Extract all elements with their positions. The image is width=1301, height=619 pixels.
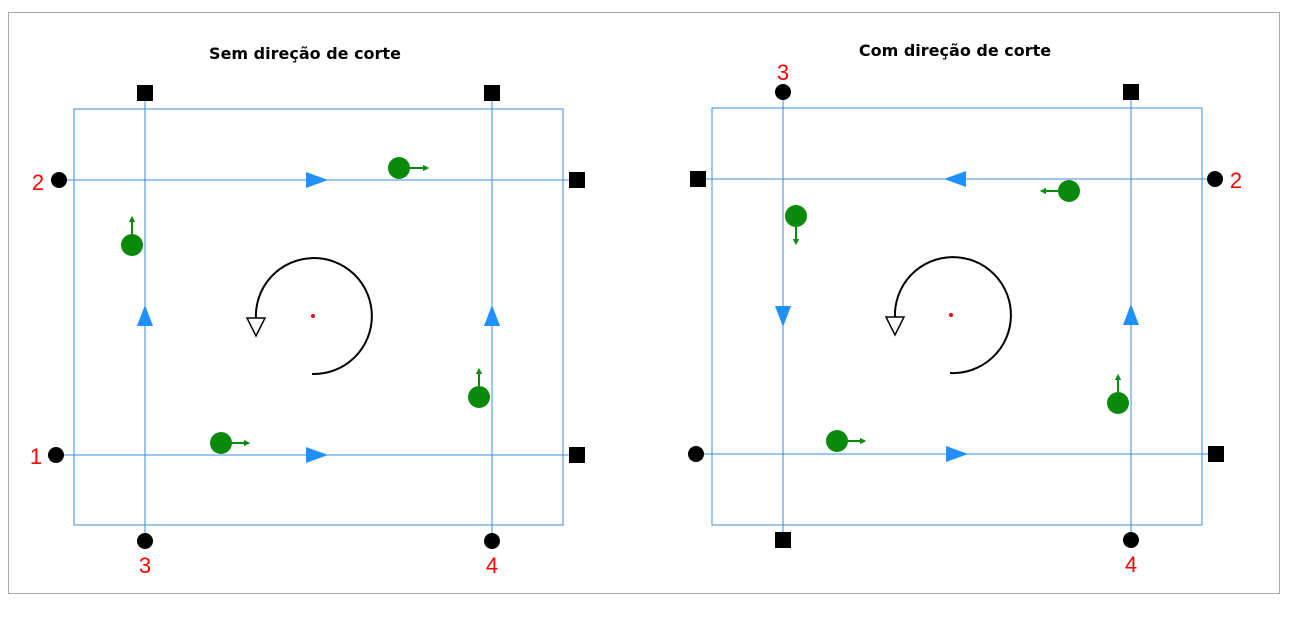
diagram-without-cut-direction: Sem direção de corte 2 1 3 4	[30, 44, 585, 578]
square-marker-icon	[569, 172, 585, 188]
circle-marker-icon	[1207, 171, 1223, 187]
circle-marker-icon	[51, 172, 67, 188]
tool-circle-icon	[785, 205, 807, 246]
circle-marker-icon	[1123, 532, 1139, 548]
rotation-arrow-icon	[884, 256, 1012, 375]
square-marker-icon	[569, 447, 585, 463]
tool-circle-icon	[468, 367, 490, 408]
path-label: 2	[1230, 168, 1242, 193]
path-label: 1	[30, 444, 42, 469]
triangle-arrow-icon	[137, 305, 153, 326]
part-outline	[73, 108, 564, 526]
circle-marker-icon	[775, 84, 791, 100]
tool-circle-icon	[826, 430, 867, 452]
square-marker-icon	[137, 85, 153, 101]
path-label: 3	[777, 60, 789, 85]
tool-circle-icon	[121, 215, 143, 256]
tool-circle-icon	[1107, 373, 1129, 414]
diagram-frame	[8, 12, 1280, 594]
tool-circle-icon	[210, 432, 251, 454]
part-outline	[711, 107, 1203, 526]
diagram-title: Sem direção de corte	[209, 44, 401, 63]
path-label: 4	[486, 553, 498, 578]
triangle-arrow-icon	[946, 446, 968, 462]
rotation-arrow-icon	[245, 257, 373, 376]
diagram-with-cut-direction: Com direção de corte 3 2 4	[688, 41, 1242, 577]
tool-circle-icon	[388, 157, 430, 179]
square-marker-icon	[1208, 446, 1224, 462]
circle-marker-icon	[484, 533, 500, 549]
triangle-arrow-icon	[306, 447, 328, 463]
path-label: 3	[139, 553, 151, 578]
circle-marker-icon	[48, 447, 64, 463]
square-marker-icon	[1123, 84, 1139, 100]
circle-marker-icon	[688, 446, 704, 462]
triangle-arrow-icon	[775, 306, 791, 327]
circle-marker-icon	[137, 533, 153, 549]
diagram-title: Com direção de corte	[859, 41, 1051, 60]
triangle-arrow-icon	[306, 172, 328, 188]
square-marker-icon	[484, 85, 500, 101]
square-marker-icon	[775, 532, 791, 548]
path-label: 2	[32, 170, 44, 195]
square-marker-icon	[690, 171, 706, 187]
triangle-arrow-icon	[484, 305, 500, 326]
path-label: 4	[1125, 552, 1137, 577]
triangle-arrow-icon	[1123, 304, 1139, 325]
tool-circle-icon	[1039, 180, 1080, 202]
triangle-arrow-icon	[944, 171, 966, 187]
